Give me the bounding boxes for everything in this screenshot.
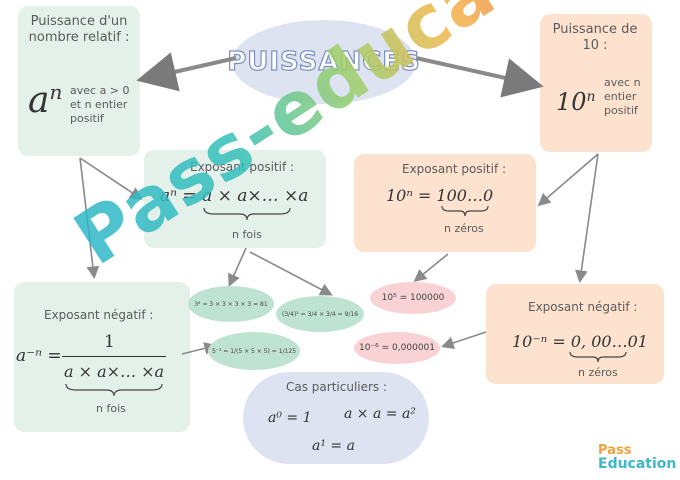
neg-relatif-brace	[65, 383, 163, 397]
example-green-2: (3/4)² = 3/4 × 3/4 = 9/16	[276, 296, 364, 332]
particuliers-box	[243, 372, 429, 464]
pos-dix-box	[354, 154, 536, 252]
particuliers-heading: Cas particuliers :	[286, 380, 388, 394]
pos-relatif-heading: Exposant positif :	[190, 160, 295, 174]
relatif-condition: avec a > 0 et n entier positif	[70, 84, 130, 125]
fraction-bar	[62, 356, 166, 357]
pos-dix-brace	[441, 205, 489, 217]
neg-relatif-box	[14, 282, 190, 432]
example-green-1: 3⁴ = 3 × 3 × 3 × 3 = 81	[188, 286, 274, 322]
relatif-heading: Puissance d'un nombre relatif :	[28, 14, 130, 46]
pass-education-logo: Pass Education	[598, 443, 677, 472]
arrow-title-to-dix	[415, 56, 544, 98]
neg-dix-formula: 10⁻ⁿ = 0, 00…01	[512, 332, 648, 351]
arrow-posdix-to-ex	[413, 253, 449, 283]
dix-heading: Puissance de 10 :	[552, 22, 638, 54]
neg-relatif-numerator: 1	[104, 332, 115, 352]
arrow-relatif-to-neg	[79, 157, 100, 280]
arrow-dix-to-neg	[575, 153, 599, 284]
pos-relatif-formula: aⁿ = a × a×… ×a	[160, 186, 309, 206]
arrow-pos-to-ex2	[249, 251, 333, 296]
pos-relatif-brace-label: n fois	[232, 228, 262, 241]
neg-relatif-denominator: a × a×… ×a	[64, 362, 165, 381]
pos-relatif-brace	[203, 207, 291, 221]
example-pink-1: 10⁵ = 100000	[370, 282, 456, 314]
neg-relatif-brace-label: n fois	[96, 402, 126, 415]
dix-formula: 10n	[556, 88, 596, 116]
particuliers-f3: a¹ = a	[312, 438, 355, 454]
arrow-title-to-relatif	[136, 52, 237, 92]
arrow-negdix-to-ex	[440, 331, 487, 350]
title-oval: PUISSANCES	[227, 20, 420, 104]
relatif-formula: an	[28, 80, 63, 121]
dix-box	[540, 14, 652, 152]
arrow-pos-to-ex1	[228, 247, 247, 287]
neg-dix-brace-label: n zéros	[578, 366, 618, 379]
pos-dix-formula: 10ⁿ = 100…0	[386, 186, 494, 205]
neg-dix-brace	[569, 351, 627, 363]
particuliers-f2: a × a = a²	[344, 406, 416, 422]
pos-dix-heading: Exposant positif :	[402, 162, 507, 176]
arrow-relatif-to-pos	[79, 157, 143, 200]
neg-relatif-lhs: a⁻ⁿ =	[16, 346, 62, 366]
dix-condition: avec n entier positif	[604, 76, 641, 117]
page-title: PUISSANCES	[227, 46, 421, 77]
relatif-box	[18, 6, 140, 156]
example-pink-2: 10⁻⁶ = 0,000001	[354, 332, 440, 364]
pos-dix-brace-label: n zéros	[444, 222, 484, 235]
neg-dix-box	[486, 284, 664, 384]
particuliers-f1: a⁰ = 1	[268, 410, 312, 426]
neg-relatif-heading: Exposant négatif :	[44, 308, 154, 322]
arrow-dix-to-pos	[537, 153, 599, 207]
pos-relatif-box	[144, 150, 326, 248]
neg-dix-heading: Exposant négatif :	[528, 300, 638, 314]
example-green-3: 5⁻³ = 1/(5 × 5 × 5) = 1/125	[208, 332, 300, 370]
